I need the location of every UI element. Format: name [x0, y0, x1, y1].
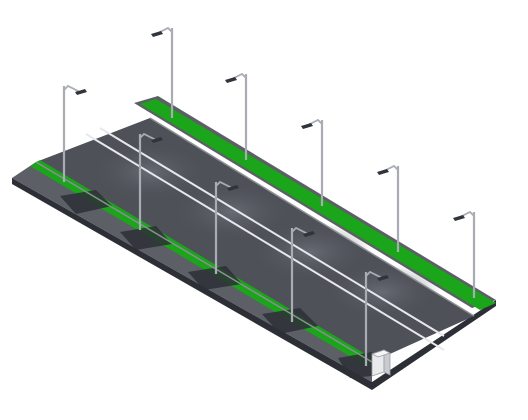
street-lamp-icon: [364, 270, 389, 366]
control-cabinet-icon: [370, 349, 392, 377]
street-lamp-icon: [453, 210, 476, 298]
far-median-grass: [140, 99, 496, 310]
street-lamp-icon: [225, 72, 248, 160]
street-lamp-icon: [138, 132, 163, 230]
lane-markings: [85, 127, 445, 351]
curb-lines: [35, 117, 475, 363]
street-lamp-icon: [151, 26, 174, 118]
verge-shadow-bands: [60, 190, 372, 378]
street-lamp-icon: [62, 84, 87, 182]
street-lamp-icon: [290, 226, 315, 322]
near-lamp-row: [138, 132, 389, 366]
street-lamp-icon: [377, 164, 400, 252]
street-lamp-icon: [301, 118, 324, 206]
street-lamp-icon: [214, 180, 239, 274]
far-lamp-row: [62, 26, 476, 298]
